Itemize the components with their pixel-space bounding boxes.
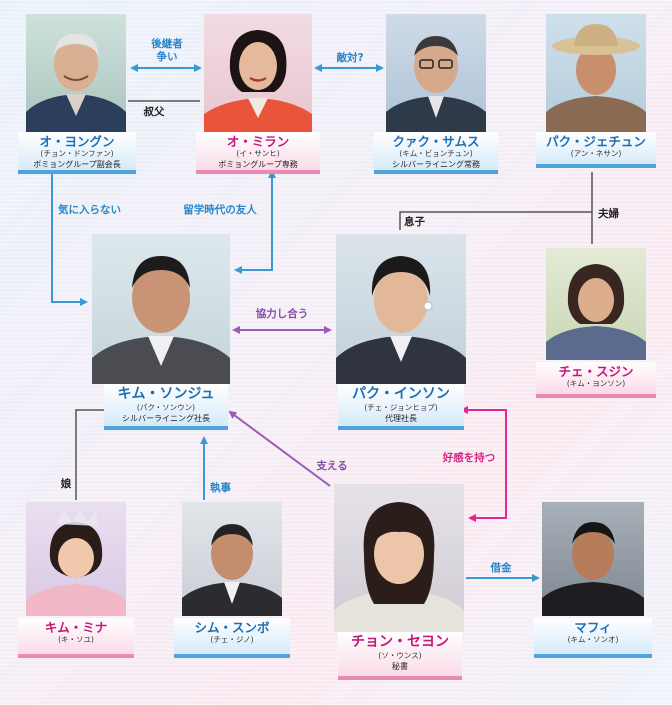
portrait-icon	[204, 30, 312, 132]
character-actor: (チョン・ドンファン)	[40, 149, 114, 158]
relation-successor-line2: 争い	[156, 51, 178, 63]
label-mafi: マフィ (キム・ソンオ)	[534, 618, 652, 658]
portrait-icon	[182, 524, 282, 616]
arrow-dislike	[51, 172, 88, 306]
character-role: シルバーライニング常務	[392, 160, 480, 169]
character-name: チョン・セヨン	[351, 634, 449, 650]
character-actor: (アン・ネサン)	[570, 149, 622, 158]
photo-kim-sonju	[92, 234, 230, 384]
character-actor: (キ・ソユ)	[58, 635, 94, 644]
relation-successor: 後継者 争い	[138, 38, 196, 64]
arrow-support	[228, 410, 331, 487]
photo-park-jechun	[546, 14, 646, 132]
portrait-icon	[92, 256, 230, 384]
portrait-icon	[26, 33, 126, 132]
character-actor: (チェ・ジョンヒョプ)	[364, 403, 438, 412]
character-name: シム・スンボ	[194, 620, 270, 635]
relation-debt: 借金	[490, 562, 512, 574]
label-park-inson: パク・インソン (チェ・ジョンヒョプ) 代理社長	[338, 384, 464, 430]
label-sim-sunbo: シム・スンボ (チェ・ジノ)	[174, 618, 290, 658]
character-name: クァク・サムス	[392, 134, 480, 149]
label-che-sujin: チェ・スジン (キム・ヨンソン)	[536, 362, 656, 398]
photo-park-inson	[336, 234, 466, 384]
character-actor: (イ・サンヒ)	[236, 149, 280, 158]
character-actor: (キム・ビョンチュン)	[399, 149, 473, 158]
photo-chon-seyon	[334, 484, 464, 632]
portrait-icon	[26, 510, 126, 616]
relation-dislike: 気に入らない	[58, 204, 121, 216]
character-name: キム・ミナ	[44, 620, 108, 635]
arrow-study-friend	[234, 170, 276, 274]
character-actor: (チェ・ジノ)	[210, 635, 254, 644]
character-actor: (ソ・ウンス)	[378, 651, 422, 660]
character-name: パク・ジェチュン	[546, 134, 646, 149]
character-actor: (キム・ソンオ)	[567, 635, 619, 644]
label-oh-miran: オ・ミラン (イ・サンヒ) ボミョングループ専務	[196, 132, 320, 174]
relation-cooperate: 協力し合う	[255, 308, 309, 320]
relation-crush: 好感を持つ	[442, 452, 496, 464]
relation-hostile: 敵対?	[336, 52, 364, 64]
character-name: オ・ミラン	[226, 134, 290, 149]
photo-oh-miran	[204, 14, 312, 132]
line-son	[399, 172, 593, 230]
relation-study-friend: 留学時代の友人	[183, 204, 257, 216]
photo-oh-yeonggun	[26, 14, 126, 132]
photo-kim-mina	[26, 502, 126, 616]
character-role: 秘書	[392, 662, 408, 671]
label-kim-sonju: キム・ソンジュ (パク・ソンウン) シルバーライニング社長	[104, 384, 228, 430]
label-park-jechun: パク・ジェチュン (アン・ネサン)	[536, 132, 656, 168]
label-chon-seyon: チョン・セヨン (ソ・ウンス) 秘書	[338, 632, 462, 680]
character-name: パク・インソン	[352, 386, 450, 402]
relation-uncle: 叔父	[143, 106, 165, 118]
relation-successor-line1: 後継者	[151, 38, 183, 50]
arrow-crush	[460, 406, 507, 522]
portrait-icon	[386, 36, 486, 132]
character-role: シルバーライニング社長	[122, 414, 210, 423]
photo-kwak-samsu	[386, 14, 486, 132]
label-kwak-samsu: クァク・サムス (キム・ビョンチュン) シルバーライニング常務	[374, 132, 498, 174]
portrait-icon	[336, 256, 466, 384]
relation-support: 支える	[316, 460, 348, 472]
character-actor: (パク・ソンウン)	[136, 403, 196, 412]
character-name: キム・ソンジュ	[117, 386, 215, 402]
relation-couple: 夫婦	[598, 208, 619, 220]
relation-son: 息子	[404, 216, 425, 228]
character-name: マフィ	[574, 620, 612, 635]
photo-che-sujin	[546, 248, 646, 360]
relation-daughter: 娘	[60, 478, 72, 490]
photo-mafi	[542, 502, 644, 616]
label-kim-mina: キム・ミナ (キ・ソユ)	[18, 618, 134, 658]
character-role: ボミョングループ専務	[218, 160, 298, 169]
character-name: チェ・スジン	[558, 364, 634, 379]
portrait-icon	[334, 502, 464, 632]
label-oh-yeonggun: オ・ヨングン (チョン・ドンファン) ボミョングループ副会長	[18, 132, 136, 174]
relation-butler: 執事	[210, 482, 231, 494]
photo-sim-sunbo	[182, 502, 282, 616]
character-role: ボミョングループ副会長	[33, 160, 121, 169]
character-name: オ・ヨングン	[39, 134, 115, 149]
character-actor: (キム・ヨンソン)	[566, 379, 626, 388]
portrait-icon	[542, 522, 644, 616]
portrait-icon	[546, 24, 646, 132]
portrait-icon	[546, 264, 646, 360]
character-role: 代理社長	[385, 414, 417, 423]
